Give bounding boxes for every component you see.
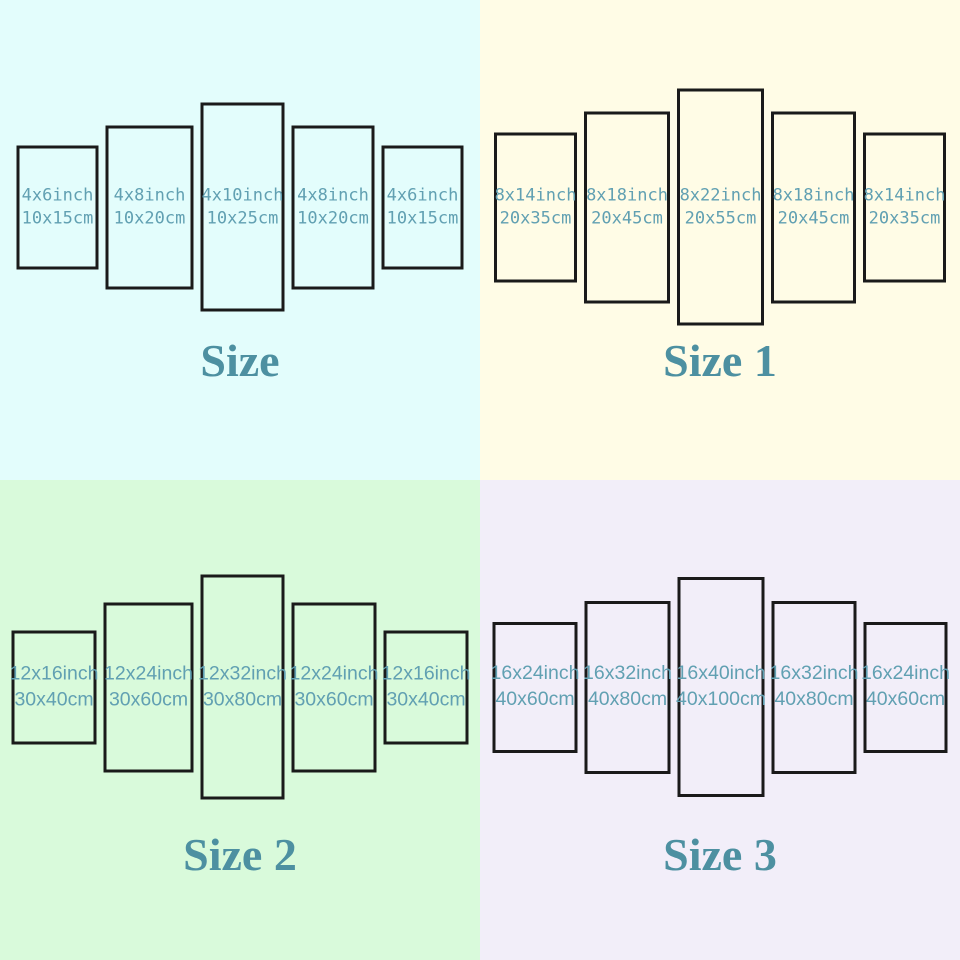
panel-size-label: 12x16inch 30x40cm	[382, 661, 471, 712]
size-chart-3: 16x24inch 40x60cm 16x32inch 40x80cm 16x4…	[480, 480, 960, 960]
panel-size-inches: 8x22inch	[679, 185, 762, 206]
panel-size-cm: 40x60cm	[865, 688, 946, 710]
panel-size-cm: 10x20cm	[113, 208, 186, 228]
panel-size-inches: 4x6inch	[21, 185, 94, 206]
panel-size-cm: 20x45cm	[777, 208, 850, 228]
canvas-panel: 16x40inch 40x100cm	[676, 577, 766, 797]
panel-size-cm: 30x40cm	[386, 688, 466, 710]
panel-size-label: 8x22inch 20x55cm	[680, 185, 762, 230]
panel-size-cm: 30x40cm	[14, 688, 94, 710]
panel-size-label: 8x18inch 20x45cm	[773, 185, 855, 230]
panel-size-inches: 16x24inch	[861, 662, 950, 685]
canvas-panel: 4x8inch 10x20cm	[105, 125, 194, 289]
panel-size-label: 12x16inch 30x40cm	[10, 661, 99, 712]
canvas-panel: 8x18inch 20x45cm	[771, 111, 856, 303]
panel-size-inches: 12x16inch	[381, 662, 471, 685]
panel-size-cm: 20x55cm	[684, 208, 757, 228]
panel-size-inches: 4x10inch	[201, 185, 284, 206]
canvas-panel: 8x14inch 20x35cm	[494, 132, 577, 282]
panel-size-cm: 20x35cm	[868, 208, 941, 228]
panel-size-label: 8x14inch 20x35cm	[864, 185, 946, 230]
panel-row: 8x14inch 20x35cm 8x18inch 20x45cm 8x22in…	[494, 88, 946, 326]
quadrant-title: Size	[200, 335, 280, 386]
canvas-panel: 16x32inch 40x80cm	[583, 600, 672, 774]
panel-size-inches: 4x8inch	[297, 185, 369, 206]
panel-size-inches: 8x14inch	[494, 185, 577, 206]
canvas-panel: 4x6inch 10x15cm	[16, 145, 99, 269]
panel-size-inches: 16x24inch	[490, 662, 580, 685]
size-chart-1: 8x14inch 20x35cm 8x18inch 20x45cm 8x22in…	[480, 0, 960, 480]
panel-size-label: 8x14inch 20x35cm	[495, 185, 577, 230]
canvas-panel: 12x32inch 30x80cm	[198, 574, 287, 800]
canvas-panel: 8x18inch 20x45cm	[584, 111, 670, 303]
size-chart-default: 4x6inch 10x15cm 4x8inch 10x20cm 4x10inch…	[0, 0, 480, 480]
canvas-panel: 16x24inch 40x60cm	[491, 621, 580, 753]
panel-size-label: 4x8inch 10x20cm	[297, 185, 369, 230]
panel-size-cm: 30x60cm	[294, 688, 374, 710]
panel-size-cm: 10x20cm	[297, 208, 369, 228]
canvas-panel: 4x10inch 10x25cm	[200, 102, 285, 312]
panel-size-label: 12x32inch 30x80cm	[198, 661, 287, 712]
panel-size-label: 16x32inch 40x80cm	[770, 661, 859, 712]
canvas-panel: 4x6inch 10x15cm	[381, 145, 464, 269]
panel-size-label: 16x40inch 40x100cm	[676, 661, 766, 712]
canvas-panel: 12x24inch 30x60cm	[290, 602, 379, 772]
panel-size-inches: 12x32inch	[198, 662, 287, 685]
canvas-panel: 8x22inch 20x55cm	[677, 88, 764, 326]
canvas-panel: 12x16inch 30x40cm	[10, 630, 99, 744]
panel-size-label: 4x6inch 10x15cm	[387, 185, 459, 230]
panel-size-cm: 40x100cm	[676, 688, 766, 710]
panel-size-label: 16x24inch 40x60cm	[861, 661, 950, 712]
panel-size-cm: 30x80cm	[202, 688, 283, 710]
panel-size-cm: 30x60cm	[108, 688, 189, 710]
panel-size-label: 4x6inch 10x15cm	[22, 185, 94, 230]
panel-size-cm: 10x25cm	[206, 208, 279, 228]
panel-size-cm: 40x80cm	[587, 688, 668, 710]
panel-row: 16x24inch 40x60cm 16x32inch 40x80cm 16x4…	[491, 577, 950, 797]
panel-size-cm: 10x15cm	[386, 208, 459, 228]
panel-size-cm: 20x45cm	[591, 208, 663, 228]
canvas-panel: 8x14inch 20x35cm	[863, 132, 946, 282]
panel-size-label: 8x18inch 20x45cm	[586, 185, 668, 230]
panel-size-cm: 10x15cm	[21, 208, 94, 228]
panel-size-inches: 4x8inch	[113, 185, 186, 206]
panel-size-label: 16x32inch 40x80cm	[583, 661, 672, 712]
panel-size-label: 16x24inch 40x60cm	[491, 661, 580, 712]
panel-size-inches: 16x32inch	[769, 662, 859, 685]
panel-size-inches: 16x32inch	[583, 662, 672, 685]
panel-row: 12x16inch 30x40cm 12x24inch 30x60cm 12x3…	[10, 574, 471, 800]
panel-size-inches: 8x18inch	[772, 185, 855, 206]
quadrant-title: Size 1	[663, 335, 777, 386]
canvas-panel: 16x24inch 40x60cm	[861, 621, 950, 753]
panel-size-inches: 12x24inch	[104, 662, 193, 685]
canvas-panel: 4x8inch 10x20cm	[291, 125, 375, 289]
panel-size-label: 12x24inch 30x60cm	[104, 661, 193, 712]
panel-size-inches: 16x40inch	[676, 662, 766, 685]
panel-size-inches: 8x18inch	[586, 185, 668, 206]
panel-size-inches: 4x6inch	[386, 185, 459, 206]
panel-size-cm: 20x35cm	[499, 208, 572, 228]
panel-row: 4x6inch 10x15cm 4x8inch 10x20cm 4x10inch…	[16, 102, 464, 312]
canvas-panel: 16x32inch 40x80cm	[770, 600, 859, 774]
size-chart-2: 12x16inch 30x40cm 12x24inch 30x60cm 12x3…	[0, 480, 480, 960]
panel-size-inches: 12x24inch	[289, 662, 379, 685]
quadrant-title: Size 3	[663, 829, 777, 880]
canvas-panel: 12x24inch 30x60cm	[103, 602, 194, 772]
panel-size-cm: 40x80cm	[774, 688, 854, 710]
panel-size-inches: 8x14inch	[863, 185, 946, 206]
canvas-panel: 12x16inch 30x40cm	[382, 630, 471, 744]
panel-size-cm: 40x60cm	[495, 688, 575, 710]
panel-size-label: 4x8inch 10x20cm	[114, 185, 186, 230]
quadrant-title: Size 2	[183, 829, 297, 880]
panel-size-label: 12x24inch 30x60cm	[290, 661, 379, 712]
panel-size-inches: 12x16inch	[9, 662, 99, 685]
panel-size-label: 4x10inch 10x25cm	[202, 185, 284, 230]
